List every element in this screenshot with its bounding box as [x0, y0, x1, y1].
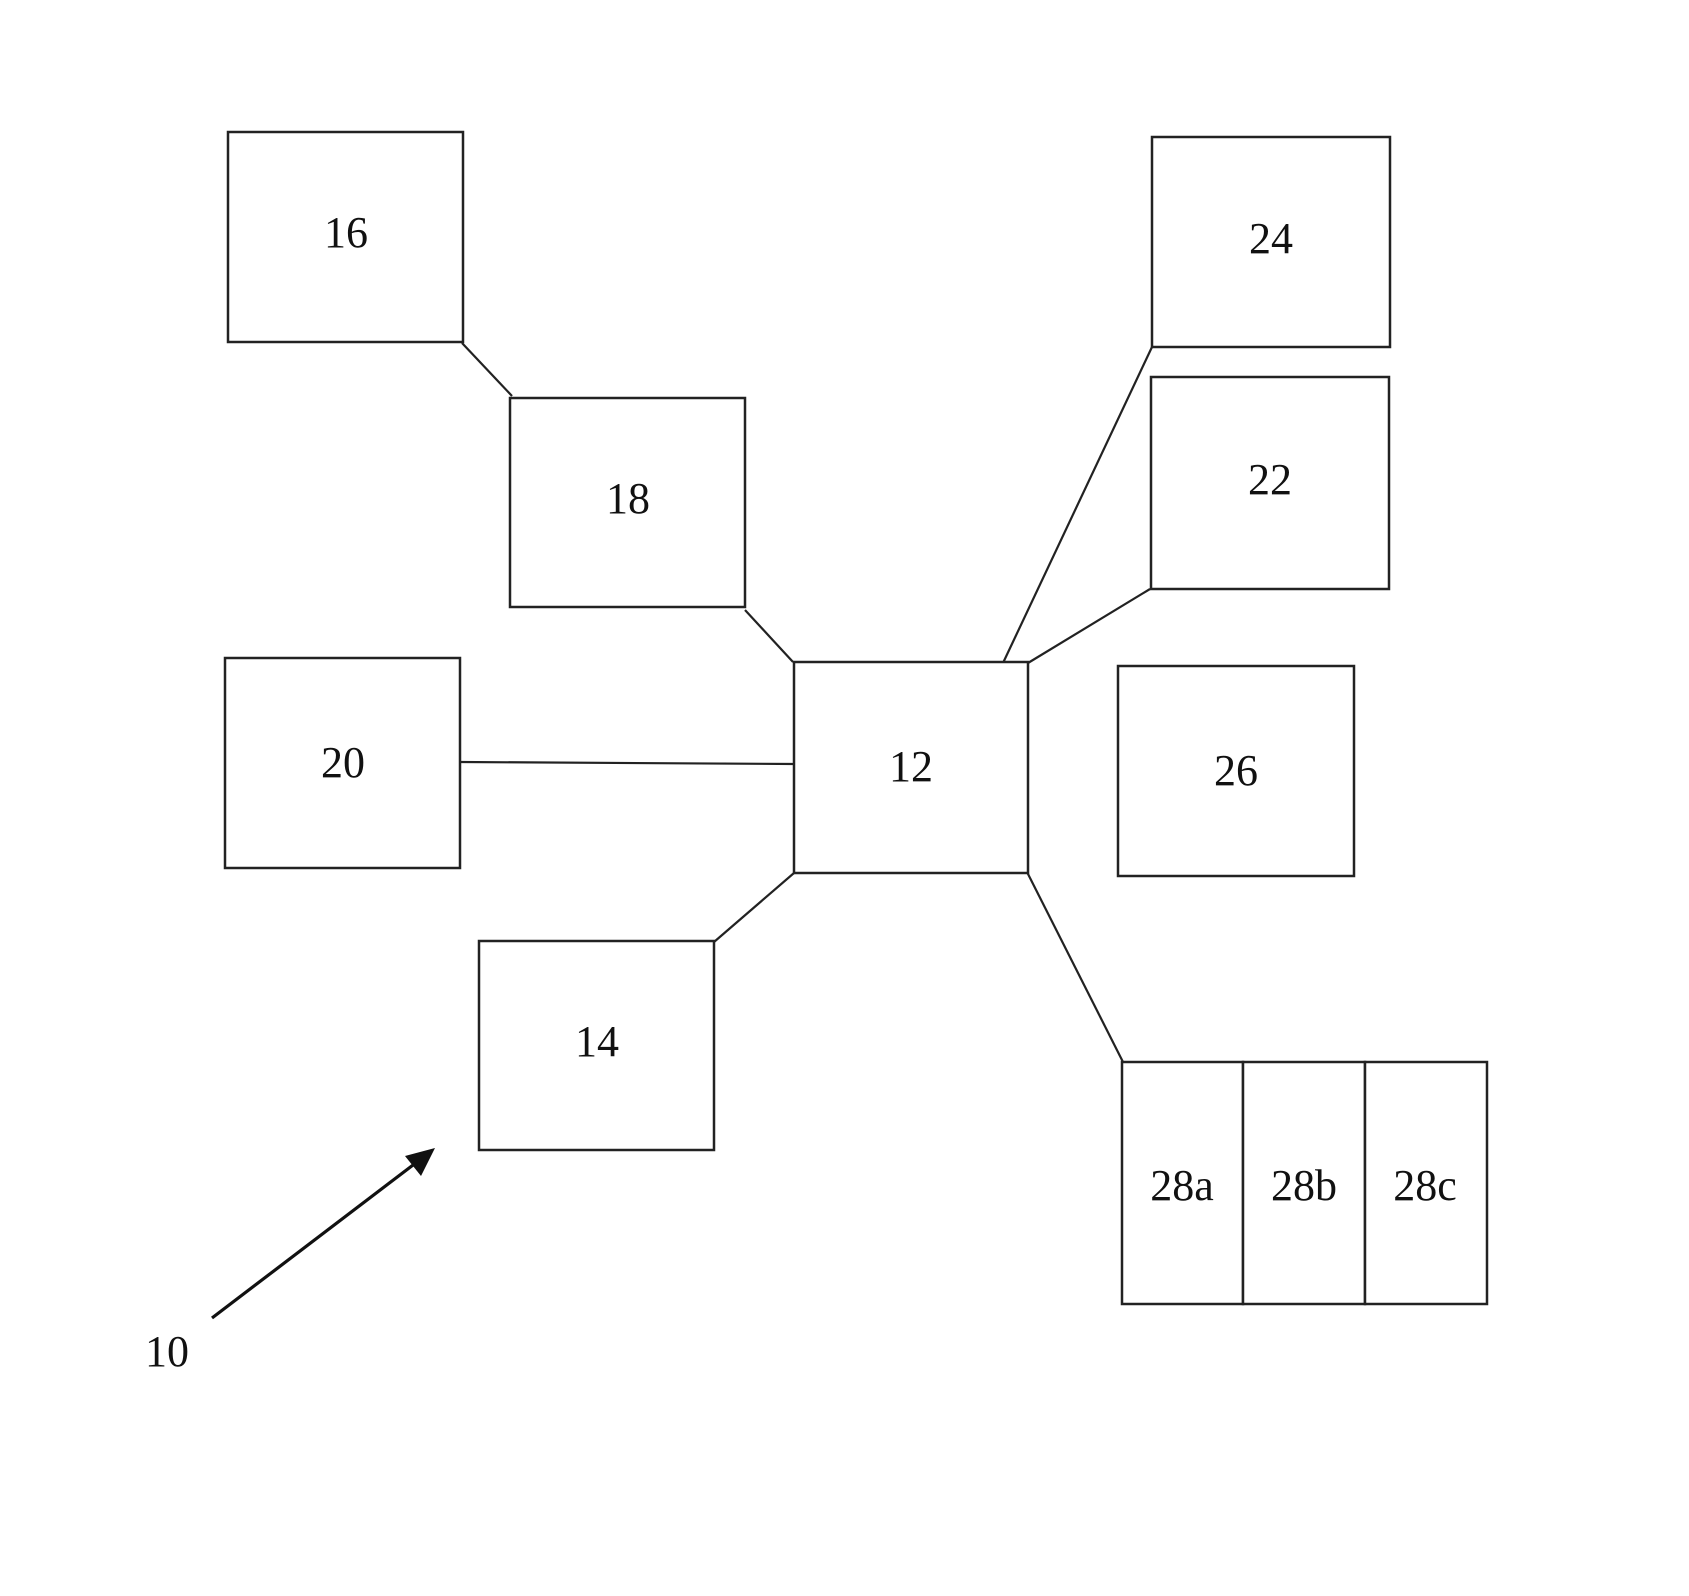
box-16: 16 — [228, 132, 463, 342]
link-16-18 — [462, 343, 512, 396]
box-22-label: 22 — [1248, 455, 1292, 504]
box-20-label: 20 — [321, 738, 365, 787]
box-20: 20 — [225, 658, 460, 868]
box-22: 22 — [1151, 377, 1389, 589]
box-24-label: 24 — [1249, 214, 1293, 263]
box-28-group: 28a 28b 28c — [1122, 1062, 1487, 1304]
figure-reference-label: 10 — [145, 1327, 189, 1376]
box-18: 18 — [510, 398, 745, 607]
box-24: 24 — [1152, 137, 1390, 347]
box-28b-label: 28b — [1271, 1161, 1337, 1210]
box-28a-label: 28a — [1150, 1161, 1214, 1210]
box-26-label: 26 — [1214, 746, 1258, 795]
link-12-28a — [1027, 872, 1123, 1062]
box-26: 26 — [1118, 666, 1354, 876]
arrow-shaft — [212, 1162, 417, 1318]
box-16-label: 16 — [324, 208, 368, 257]
box-14-label: 14 — [575, 1017, 619, 1066]
link-24-12 — [1003, 347, 1152, 663]
box-14: 14 — [479, 941, 714, 1150]
reference-arrow: 10 — [145, 1148, 435, 1376]
link-20-12 — [460, 762, 794, 764]
link-14-12 — [714, 873, 794, 942]
arrow-head-icon — [405, 1148, 435, 1176]
link-22-12 — [1028, 589, 1150, 663]
box-18-label: 18 — [606, 474, 650, 523]
box-12-label: 12 — [889, 742, 933, 791]
link-18-12 — [745, 610, 793, 662]
box-28c-label: 28c — [1393, 1161, 1457, 1210]
box-12: 12 — [794, 662, 1028, 873]
